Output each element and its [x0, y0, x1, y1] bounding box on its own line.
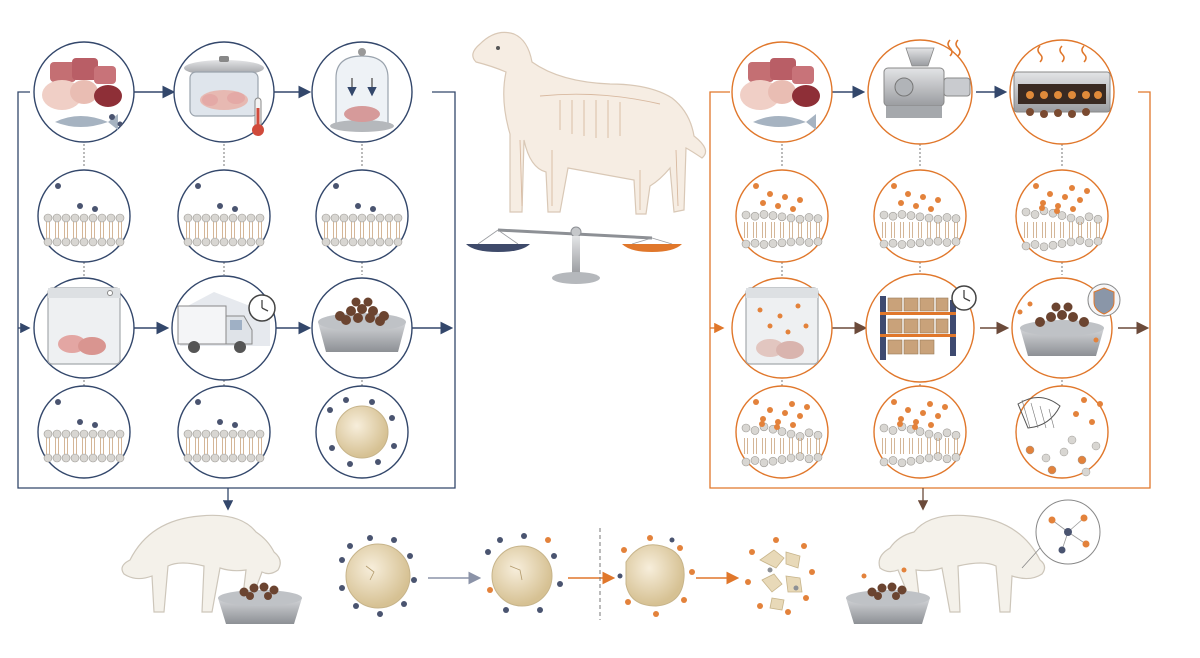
dog-eating-right-icon: [846, 514, 1046, 624]
oxidized-membrane-icon: [873, 169, 967, 263]
raw-meat-fish-icon: [731, 41, 833, 143]
oxidized-membrane-icon: [873, 385, 967, 479]
lipid-membrane-icon: [37, 385, 131, 479]
sphere-damaged-icon: [485, 533, 563, 613]
sphere-fragmenting-icon: [617, 535, 695, 617]
inset-pointer: [1021, 547, 1041, 569]
skeleton-detail: [519, 93, 679, 210]
left-loop-line: [17, 91, 456, 489]
lipid-membrane-icon: [315, 169, 409, 263]
lipid-membrane-icon: [37, 169, 131, 263]
damaged-membrane-icon: [1015, 169, 1109, 263]
center-figure: [466, 31, 707, 284]
vacuum-bell-jar-icon: [311, 41, 413, 143]
dog-skeleton-icon: [472, 31, 707, 215]
delivery-truck-clock-icon: [171, 275, 277, 381]
broken-membrane-net-icon: [1015, 385, 1109, 479]
lipid-membrane-icon: [177, 385, 271, 479]
raw-meat-fish-icon: [33, 41, 135, 143]
oxidized-membrane-icon: [735, 385, 829, 479]
right-panel: [709, 39, 1151, 511]
membrane-layer: [37, 169, 1109, 479]
oxidized-membrane-icon: [735, 169, 829, 263]
bottom-row: [121, 499, 1101, 624]
vacuum-sealed-meat-bag-icon: [33, 277, 135, 379]
cooking-pot-thermometer-icon: [173, 41, 275, 143]
dog-eating-left-icon: [121, 514, 302, 624]
balance-scale-icon: [466, 226, 682, 284]
warehouse-shelves-clock-icon: [865, 273, 977, 383]
left-panel: [17, 41, 456, 511]
sphere-broken-icon: [745, 537, 815, 615]
lipid-sphere-icon: [315, 385, 409, 479]
intact-sphere-icon: [339, 535, 417, 617]
bag-with-particles-icon: [731, 277, 833, 379]
kibble-bowl-icon: [311, 277, 413, 379]
extruder-machine-icon: [867, 39, 973, 145]
dog-eye: [496, 46, 500, 50]
bowl-with-shield-icon: [1011, 277, 1121, 379]
conveyor-oven-icon: [1009, 39, 1115, 145]
lipid-membrane-icon: [177, 169, 271, 263]
right-loop-line: [709, 91, 1151, 489]
oxidized-cluster-icon: [1021, 499, 1101, 569]
